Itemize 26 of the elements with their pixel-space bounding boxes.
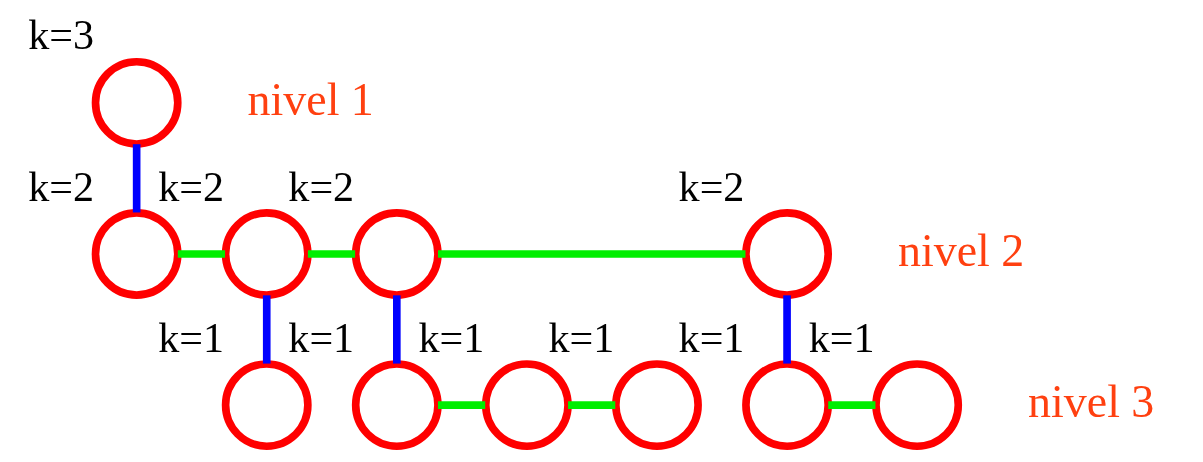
node-circle: [742, 209, 832, 299]
node-circle: [612, 360, 702, 451]
node-circle: [91, 57, 182, 148]
node-label: k=2: [288, 163, 355, 210]
node-circle: [742, 360, 832, 451]
node-label: k=1: [808, 314, 875, 361]
node-circle: [872, 360, 963, 451]
node-circle: [221, 209, 312, 299]
node-label: k=2: [678, 163, 745, 210]
node-circle: [351, 209, 442, 299]
node-circle: [221, 360, 312, 451]
connector: [307, 250, 356, 258]
node-circle: [91, 209, 182, 299]
node-label: k=1: [678, 314, 745, 361]
node-label: k=1: [158, 314, 225, 361]
node-label: k=2: [158, 163, 225, 210]
node-label: k=2: [28, 163, 94, 210]
node-label: k=1: [418, 314, 485, 361]
label: nivel 3: [1028, 375, 1155, 427]
node-label: k=1: [548, 314, 615, 361]
label: nivel 2: [898, 224, 1025, 276]
node-label: k=1: [288, 314, 355, 361]
node-circle: [481, 360, 572, 451]
label: nivel 1: [247, 73, 374, 125]
node-label: k=3: [28, 12, 94, 59]
node-circle: [351, 360, 442, 451]
